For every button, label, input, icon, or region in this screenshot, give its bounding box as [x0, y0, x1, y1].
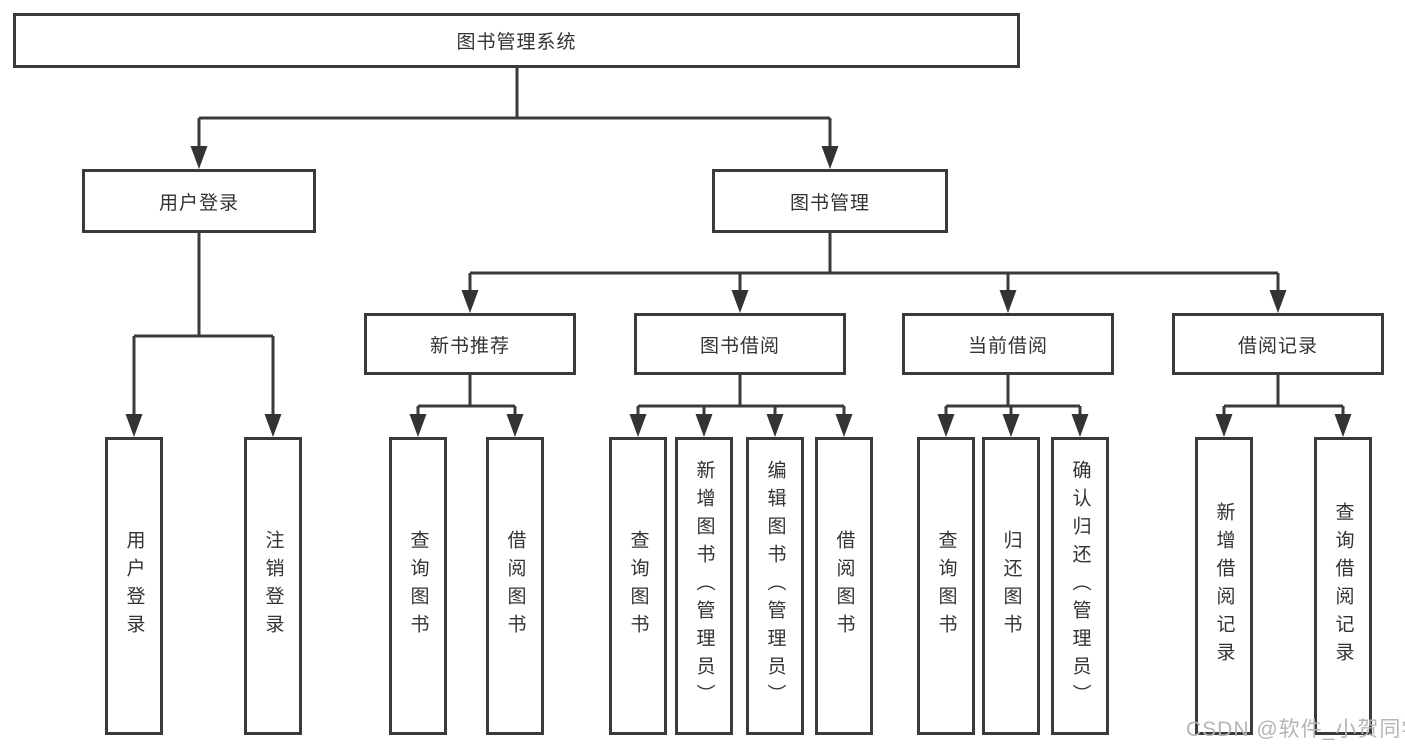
leaf-add-borrow-record-label: 新增借阅记录 [1213, 502, 1235, 670]
leaf-query-borrow-record: 查询借阅记录 [1314, 437, 1372, 735]
node-root: 图书管理系统 [13, 13, 1020, 68]
bus-user-login-children [132, 233, 275, 420]
node-book-management-label: 图书管理 [789, 192, 870, 214]
leaf-query-books-borrow-label: 查询图书 [627, 530, 649, 642]
leaf-user-login: 用户登录 [105, 437, 163, 735]
node-borrow-records: 借阅记录 [1172, 313, 1384, 375]
leaf-user-login-label: 用户登录 [123, 530, 145, 642]
leaf-borrow-books-borrow-label: 借阅图书 [833, 530, 855, 642]
leaf-edit-book-admin-label: 编辑图书（管理员） [764, 460, 786, 712]
leaf-query-books-recommend: 查询图书 [389, 437, 447, 735]
leaf-add-book-admin: 新增图书（管理员） [675, 437, 733, 735]
leaf-borrow-books-recommend: 借阅图书 [486, 437, 544, 735]
bus-current-borrow-children [944, 375, 1082, 420]
node-book-borrow: 图书借阅 [634, 313, 846, 375]
node-borrow-records-label: 借阅记录 [1237, 335, 1318, 357]
node-book-borrow-label: 图书借阅 [699, 335, 780, 357]
leaf-logout-login: 注销登录 [244, 437, 302, 735]
leaf-query-books-current: 查询图书 [917, 437, 975, 735]
node-new-book-recommend: 新书推荐 [364, 313, 576, 375]
bus-new-book-children [416, 375, 517, 420]
leaf-borrow-books-recommend-label: 借阅图书 [504, 530, 526, 642]
node-current-borrow-label: 当前借阅 [967, 335, 1048, 357]
node-user-login-label: 用户登录 [158, 192, 239, 214]
bus-root-to-level2 [197, 68, 832, 152]
leaf-confirm-return-admin: 确认归还（管理员） [1051, 437, 1109, 735]
node-user-login: 用户登录 [82, 169, 316, 233]
leaf-add-book-admin-label: 新增图书（管理员） [693, 460, 715, 712]
bus-borrow-records-children [1222, 375, 1345, 420]
bus-book-management-children [468, 233, 1280, 296]
leaf-query-books-current-label: 查询图书 [935, 530, 957, 642]
leaf-query-books-borrow: 查询图书 [609, 437, 667, 735]
leaf-return-books: 归还图书 [982, 437, 1040, 735]
leaf-query-books-recommend-label: 查询图书 [407, 530, 429, 642]
leaf-add-borrow-record: 新增借阅记录 [1195, 437, 1253, 735]
bus-book-borrow-children [636, 375, 846, 420]
node-root-label: 图书管理系统 [456, 32, 577, 53]
node-book-management: 图书管理 [712, 169, 948, 233]
leaf-return-books-label: 归还图书 [1000, 530, 1022, 642]
leaf-borrow-books-borrow: 借阅图书 [815, 437, 873, 735]
leaf-query-borrow-record-label: 查询借阅记录 [1332, 502, 1354, 670]
csdn-watermark: CSDN @软件_小贺同学 [1186, 718, 1405, 741]
node-current-borrow: 当前借阅 [902, 313, 1114, 375]
node-new-book-recommend-label: 新书推荐 [429, 335, 510, 357]
leaf-logout-login-label: 注销登录 [262, 530, 284, 642]
leaf-confirm-return-admin-label: 确认归还（管理员） [1069, 460, 1091, 712]
leaf-edit-book-admin: 编辑图书（管理员） [746, 437, 804, 735]
